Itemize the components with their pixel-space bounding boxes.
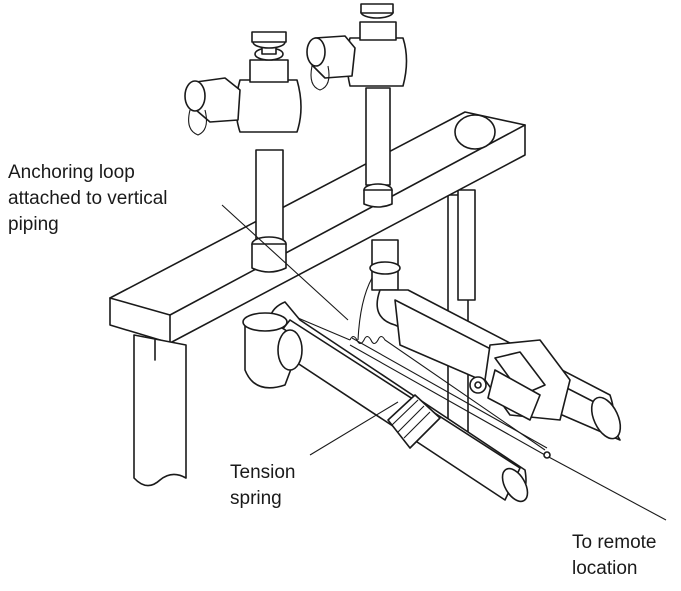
riser-right bbox=[306, 3, 408, 208]
support-post-left bbox=[133, 334, 187, 487]
anchoring-loop-label: Anchoring loop attached to vertical pipi… bbox=[8, 160, 167, 238]
horizontal-pipe-front bbox=[268, 301, 529, 503]
riser-left bbox=[184, 31, 302, 273]
valve-assembly bbox=[469, 339, 571, 421]
support-beam bbox=[109, 111, 526, 344]
tension-spring bbox=[349, 335, 548, 456]
tension-spring-line-1: Tension bbox=[230, 462, 296, 483]
remote-location-line-2: location bbox=[572, 558, 638, 579]
pipe-coupling bbox=[387, 394, 441, 449]
tension-spring-label: Tension spring bbox=[230, 460, 296, 512]
remote-location-label: To remote location bbox=[572, 530, 656, 582]
anchoring-loop-line-1: Anchoring loop bbox=[8, 162, 135, 183]
anchoring-loop-line-2: attached to vertical bbox=[8, 188, 168, 209]
remote-location-line-1: To remote bbox=[572, 532, 657, 553]
leader-lines bbox=[221, 204, 399, 456]
vertical-drop-pipe bbox=[369, 239, 401, 291]
anchoring-loop-line-3: piping bbox=[8, 214, 59, 235]
pipe-elbow bbox=[242, 312, 303, 389]
tension-spring-line-2: spring bbox=[230, 488, 282, 509]
control-wire bbox=[297, 277, 667, 521]
